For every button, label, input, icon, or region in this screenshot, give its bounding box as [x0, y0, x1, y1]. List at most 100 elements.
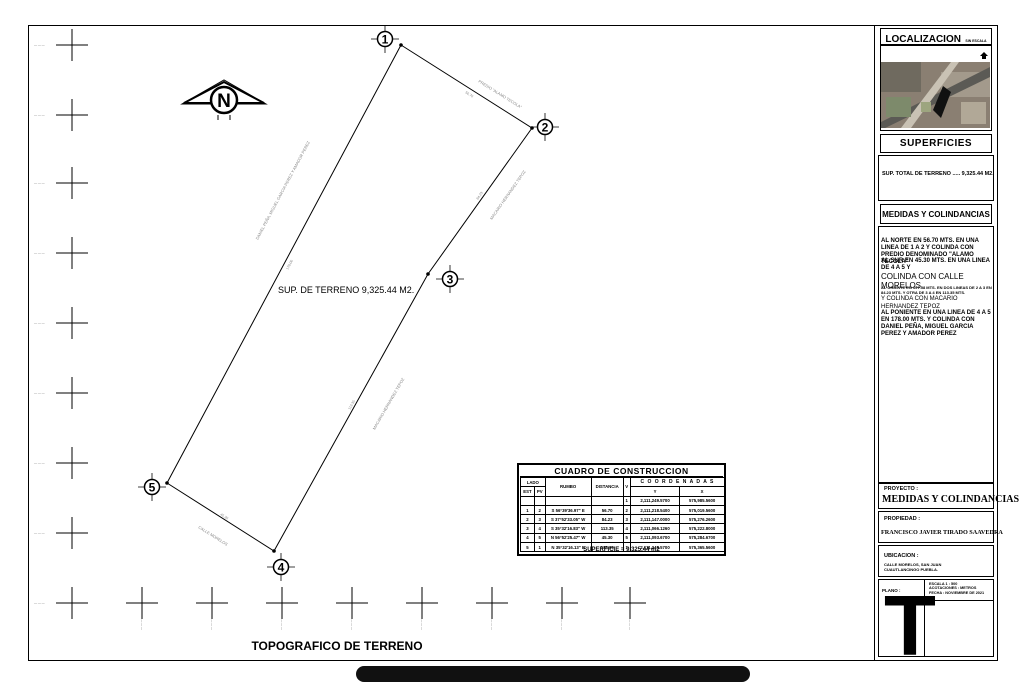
svg-text:MACARIO HERNANDEZ TEPOZ: MACARIO HERNANDEZ TEPOZ [489, 169, 527, 221]
ubicacion-label: UBICACION : [884, 553, 919, 559]
grid-tick-label: — — — [559, 619, 563, 630]
sup-total-text: SUP. TOTAL DE TERRENO ..... 9,325.44 M2. [882, 171, 994, 177]
medidas-box [878, 226, 994, 483]
grid-tick-label: — — — [34, 181, 45, 185]
frame-divider [874, 25, 875, 661]
cell-est: 3 [520, 523, 535, 534]
construction-table: CUADRO DE CONSTRUCCION LADO RUMBO DISTAN… [517, 463, 726, 556]
table-row: 1 2,111,249.5700 575,985.5600 [520, 495, 725, 506]
grid-cross [196, 587, 228, 619]
bottom-bar [356, 666, 750, 682]
cell-est: 1 [520, 504, 535, 516]
grid-tick-label: — — — [34, 461, 45, 465]
grid-cross [126, 587, 158, 619]
plano-letter: T [884, 579, 936, 674]
cell-v: 1 [622, 542, 631, 553]
cell-x: 575,284.6700 [679, 532, 725, 544]
grid-tick-label: — — — [34, 113, 45, 117]
area-label: SUP. DE TERRENO 9,325.44 M2. [278, 285, 414, 295]
drawing-title: TOPOGRAFICO DE TERRENO [251, 639, 422, 653]
cell-distancia: 113.35 [590, 523, 624, 534]
grid-crosses [56, 29, 646, 619]
propiedad-label: PROPIEDAD : [884, 516, 921, 522]
grid-cross [56, 447, 88, 479]
grid-tick-label: — — — [627, 619, 631, 630]
sur-text: AL SUR EN 45.30 MTS. EN UNA LINEA DE 4 A… [881, 258, 993, 290]
medidas-header: MEDIDAS Y COLINDANCIAS [880, 204, 992, 224]
grid-cross [56, 167, 88, 199]
cell-distancia: 45.30 [590, 532, 624, 544]
proyecto-box: PROYECTO : MEDIDAS Y COLINDANCIAS [878, 483, 1019, 509]
cell-x: 575,365.5600 [679, 542, 725, 553]
cell-y: 2,111,249.5700 [629, 495, 681, 506]
vertex-label: 1 [382, 33, 389, 47]
grid-tick-label: — — — [34, 601, 45, 605]
vertex-marker-2: 2 [531, 113, 559, 141]
plano-box: PLANO : T ESCALA 1 : 500 ACOTACIONES : M… [878, 579, 994, 669]
cell-y: 2,111,249.5700 [629, 542, 681, 553]
sin-escala-label: SIN ESCALA [965, 39, 987, 43]
superficies-header: SUPERFICIES [880, 134, 992, 153]
ubicacion-box: UBICACION : CALLE MORELOS, SAN JUAN CUAU… [878, 545, 994, 577]
cell-pv: 2 [533, 504, 546, 516]
svg-text:45.30: 45.30 [219, 512, 229, 520]
grid-tick-label: — — — [139, 619, 143, 630]
grid-tick-label: — — — [34, 43, 45, 47]
svg-text:CALLE MORELOS: CALLE MORELOS [197, 525, 229, 547]
ubicacion-value: CALLE MORELOS, SAN JUAN CUAUTLANCINGO PU… [884, 562, 942, 572]
cell-est: 4 [520, 532, 535, 544]
north-arrow-icon: N [180, 79, 268, 120]
cell-rumbo: N 35°32'16.13" E [544, 542, 592, 553]
escala-text: ESCALA 1 : 500 [929, 582, 958, 586]
plano-label: PLANO : [882, 588, 901, 593]
oriente-text: AL ORIENTE EN 197.58 MTS. EN DOS LINEAS … [881, 285, 993, 311]
cell-v: 2 [622, 504, 631, 516]
oriente-line-1: AL ORIENTE EN 197.58 MTS. EN DOS LINEAS … [881, 285, 992, 295]
sur-line-1: AL SUR EN 45.30 MTS. EN UNA LINEA DE 4 A… [881, 258, 990, 271]
col-lado: LADO [520, 476, 546, 488]
side-annotations: PREDIO "ALAMO TECOLA" 56.70 MACARIO HERN… [197, 79, 527, 547]
cell-rumbo: N 56°52'25.47" W [544, 532, 592, 544]
vertex-label: 2 [542, 121, 549, 135]
cell-est: 5 [520, 542, 535, 553]
cell-est: 2 [520, 514, 535, 525]
cell-pv: 3 [533, 514, 546, 525]
cell-y: 2,111,147.0000 [629, 514, 681, 525]
acotaciones-text: ACOTACIONES : METROS [929, 586, 977, 591]
cell-distancia: 56.70 [590, 504, 624, 516]
table-title: CUADRO DE CONSTRUCCION [520, 466, 723, 477]
proyecto-value: MEDIDAS Y COLINDANCIAS [882, 494, 1020, 505]
grid-cross [56, 377, 88, 409]
grid-tick-label: — — — [34, 531, 45, 535]
localizacion-header: LOCALIZACION SIN ESCALA [880, 28, 992, 45]
cell-x: 575,985.5600 [679, 495, 725, 506]
vertex-marker-5: 5 [138, 473, 166, 501]
grid-cross [336, 587, 368, 619]
grid-cross [614, 587, 646, 619]
cell-x: 575,276.2600 [679, 514, 725, 525]
grid-cross [56, 307, 88, 339]
cell-x: 575,222.8000 [679, 523, 725, 534]
grid-cross [266, 587, 298, 619]
grid-tick-label: — — — [34, 251, 45, 255]
vertex-points [165, 43, 534, 553]
col-est: EST [520, 486, 535, 497]
sheet-frame [28, 25, 998, 661]
vertex-marker-4: 4 [267, 553, 295, 581]
grid-cross [56, 237, 88, 269]
col-coordenadas: C O O R D E N A D A S [629, 476, 726, 488]
cell-rumbo: S 35°32'16.83" W [544, 523, 592, 534]
aerial-photo [881, 62, 990, 128]
grid-tick-label: — — — [34, 391, 45, 395]
svg-text:MACARIO HERNANDEZ TEPOZ: MACARIO HERNANDEZ TEPOZ [372, 376, 406, 430]
svg-text:178.00: 178.00 [285, 259, 294, 270]
grid-cross [56, 99, 88, 131]
cell-y: 2,111,093.6700 [629, 532, 681, 544]
cell-y: 2,111,218.5400 [629, 504, 681, 516]
north-small-icon [980, 52, 988, 59]
